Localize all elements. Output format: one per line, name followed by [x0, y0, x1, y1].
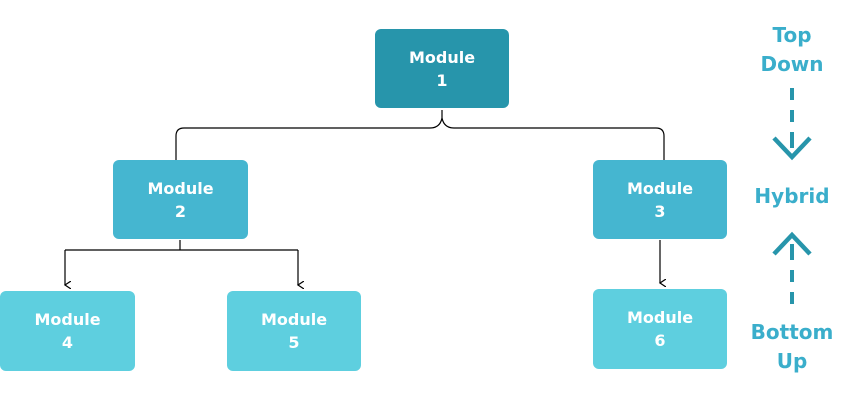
- module-3-label: Module: [626, 178, 694, 198]
- legend-bottom-line2: Up: [776, 349, 808, 373]
- module-4-number: 4: [61, 333, 74, 352]
- legend-bottom-up: Bottom Up: [742, 318, 842, 376]
- module-4-box[interactable]: Module 4: [0, 291, 135, 371]
- module-3-number: 3: [654, 201, 666, 221]
- module-1-label: Module: [408, 47, 476, 67]
- legend-top-line1: Top: [772, 23, 812, 47]
- module-5-number: 5: [288, 333, 300, 352]
- module-6-label: Module: [626, 308, 694, 327]
- module-1-number: 1: [436, 70, 448, 90]
- module-3-box[interactable]: Module 3: [593, 160, 727, 239]
- legend-top-line2: Down: [760, 52, 824, 76]
- module-1-box[interactable]: Module 1: [375, 29, 509, 108]
- legend-hybrid-label: Hybrid: [754, 184, 830, 208]
- module-4-label: Module: [34, 310, 101, 329]
- module-2-box[interactable]: Module 2: [113, 160, 248, 239]
- brace-connector: [175, 110, 665, 160]
- legend-bottom-line1: Bottom: [750, 320, 834, 344]
- module-2-number: 2: [174, 201, 187, 221]
- legend-top-down: Top Down: [742, 21, 842, 79]
- module-2-label: Module: [147, 178, 214, 198]
- module-5-label: Module: [260, 310, 328, 329]
- connector-m2-m4-m5: [65, 240, 298, 251]
- module-6-number: 6: [654, 331, 666, 350]
- legend-hybrid: Hybrid: [742, 182, 842, 211]
- top-down-arrow: [772, 88, 812, 161]
- module-5-box[interactable]: Module 5: [227, 291, 361, 371]
- module-6-box[interactable]: Module 6: [593, 289, 727, 369]
- bottom-up-arrow: [772, 231, 812, 304]
